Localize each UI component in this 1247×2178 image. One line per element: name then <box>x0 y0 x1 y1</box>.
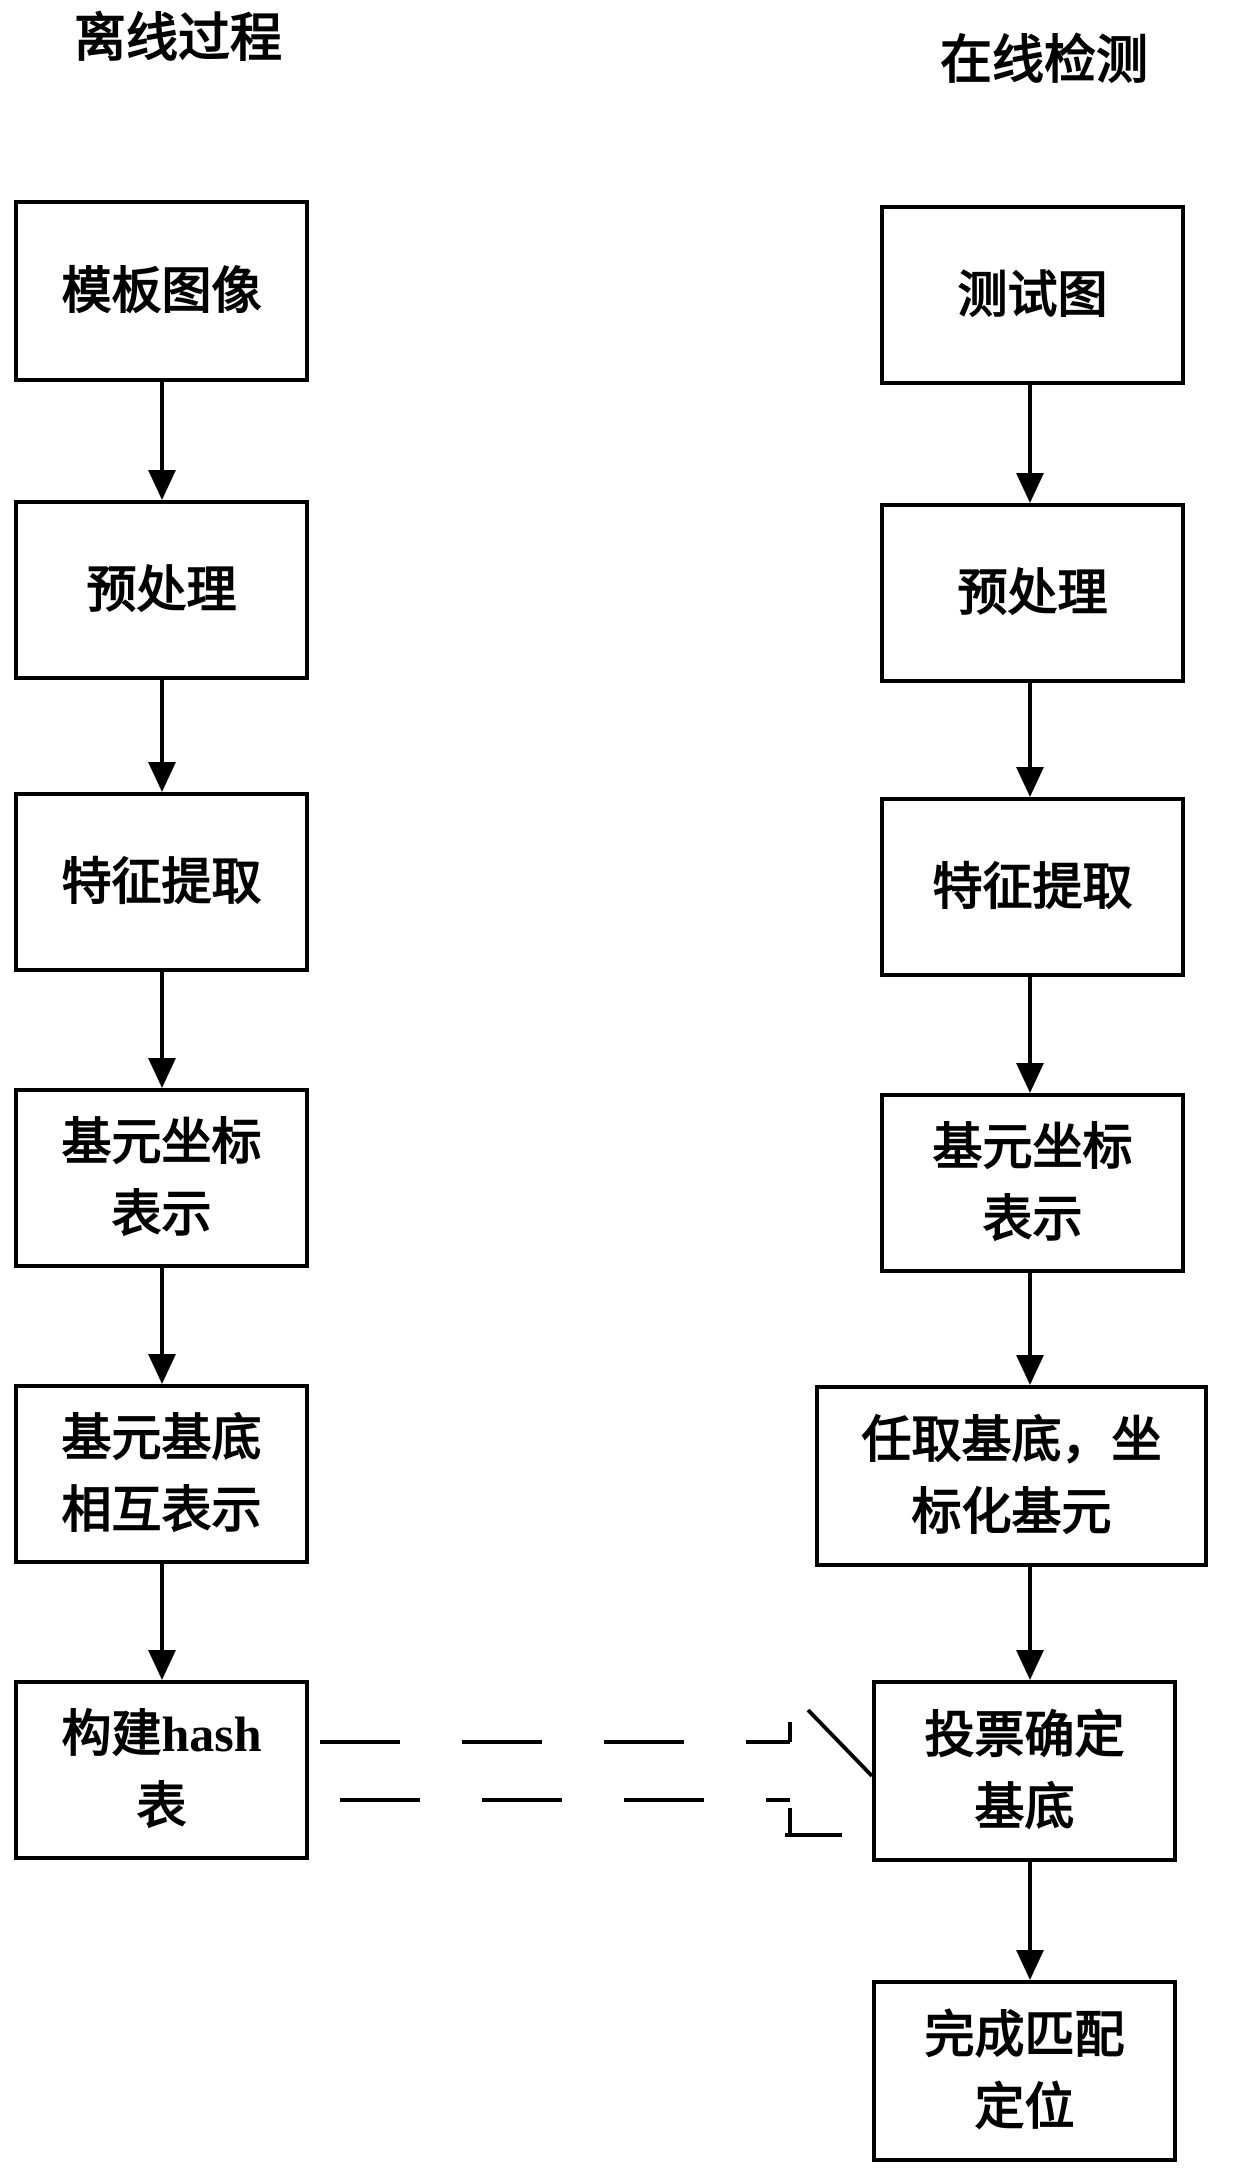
offline-arrowhead-5 <box>148 1650 176 1680</box>
online-arrowhead-1 <box>1016 473 1044 503</box>
online-arrowhead-5 <box>1016 1650 1044 1680</box>
online-arrows <box>1016 385 1044 1980</box>
online-arrowhead-4 <box>1016 1355 1044 1385</box>
offline-arrowhead-2 <box>148 762 176 792</box>
offline-arrowhead-4 <box>148 1354 176 1384</box>
arrowhead-stroke-upper <box>808 1710 872 1776</box>
online-arrowhead-6 <box>1016 1950 1044 1980</box>
offline-arrows <box>148 382 176 1680</box>
online-arrowhead-3 <box>1016 1063 1044 1093</box>
online-arrowhead-2 <box>1016 767 1044 797</box>
offline-arrowhead-3 <box>148 1058 176 1088</box>
hash-lookup-dashed-arrow <box>320 1710 872 1835</box>
offline-arrowhead-1 <box>148 470 176 500</box>
